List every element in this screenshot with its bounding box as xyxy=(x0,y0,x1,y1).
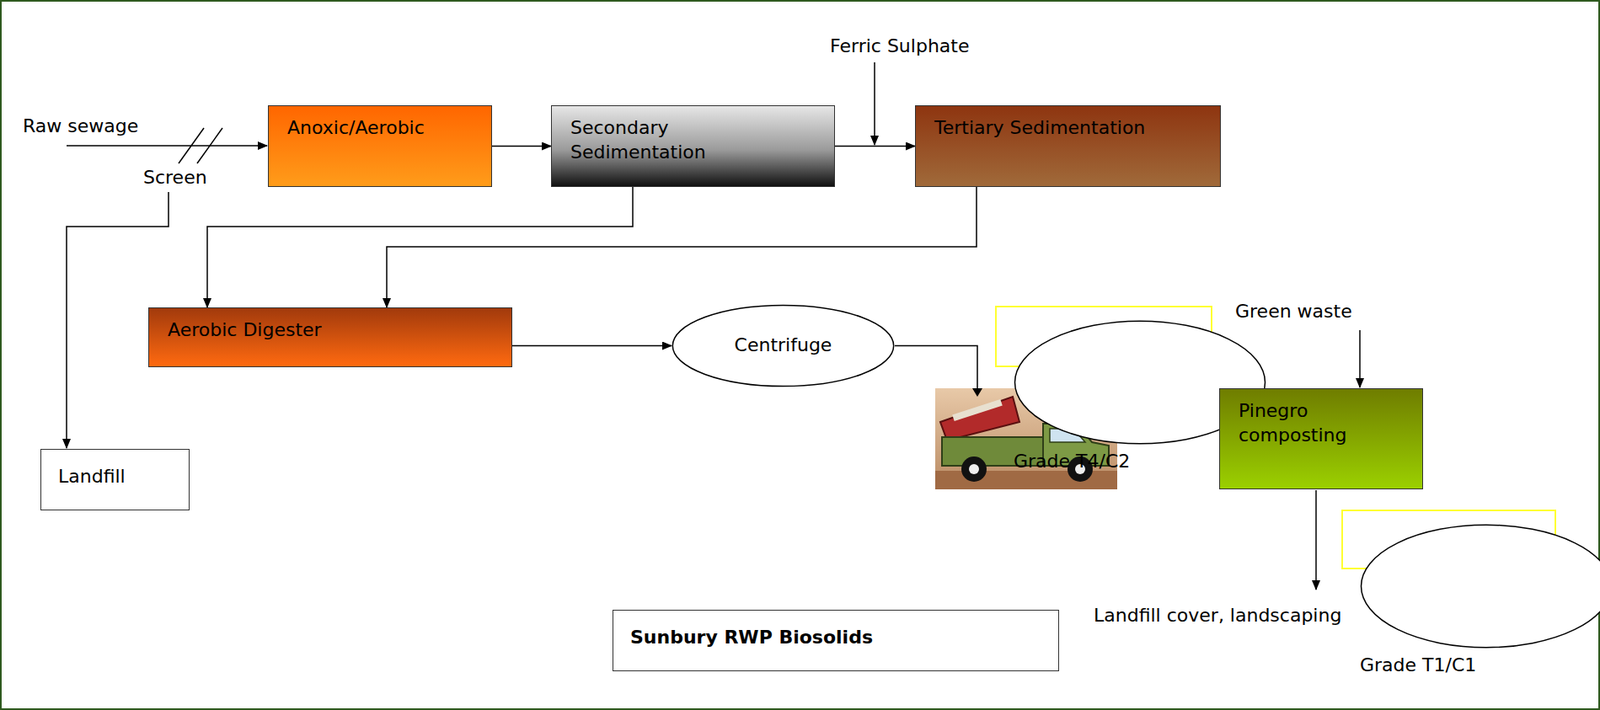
node-text: Aerobic Digester xyxy=(167,318,493,343)
destination-box: Landfill xyxy=(40,449,190,511)
screen-slash xyxy=(197,128,223,164)
process-box: Tertiary Sedimentation xyxy=(915,105,1221,188)
product-line xyxy=(1315,490,1317,590)
node-text: Anoxic/Aerobic xyxy=(287,116,473,141)
flow-connector xyxy=(492,145,552,148)
screen-slash xyxy=(178,128,204,164)
flow-connector xyxy=(386,187,977,308)
node-text: Tertiary Sedimentation xyxy=(934,116,1202,141)
dosing-line xyxy=(873,62,876,145)
flow-connector xyxy=(512,345,672,348)
green-waste-line xyxy=(1359,330,1361,388)
flow-label: Screen xyxy=(143,166,208,189)
node-text: Pinegro composting xyxy=(1238,399,1404,448)
node-text: Grade T4/C2 xyxy=(1013,449,1194,475)
process-box: Aerobic Digester xyxy=(148,307,513,368)
node-text: Secondary Sedimentation xyxy=(570,116,748,165)
flow-connector xyxy=(834,145,916,148)
process-box: Secondary Sedimentation xyxy=(551,105,835,188)
node-text: Sunbury RWP Biosolids xyxy=(630,626,1042,651)
flow-label: Raw sewage xyxy=(22,115,139,138)
flow-label: Green waste xyxy=(1235,300,1353,323)
node-text: Grade T1/C1 xyxy=(1359,653,1538,679)
grade-box: Grade T1/C1 xyxy=(1341,509,1557,570)
inlet-line xyxy=(66,144,268,147)
node-text: Landfill xyxy=(58,465,172,490)
flow-label: Landfill cover, landscaping xyxy=(1093,604,1342,627)
process-box: Pinegro composting xyxy=(1219,388,1424,490)
title-box: Sunbury RWP Biosolids xyxy=(612,610,1060,672)
grade-box: Grade T4/C2 xyxy=(995,305,1213,368)
node-text: Centrifuge xyxy=(734,333,833,359)
flow-label: Ferric Sulphate xyxy=(829,35,969,58)
process-box: Anoxic/Aerobic xyxy=(267,105,493,188)
ellipse-outline xyxy=(1359,523,1600,650)
process-ellipse: Centrifuge xyxy=(671,304,895,388)
